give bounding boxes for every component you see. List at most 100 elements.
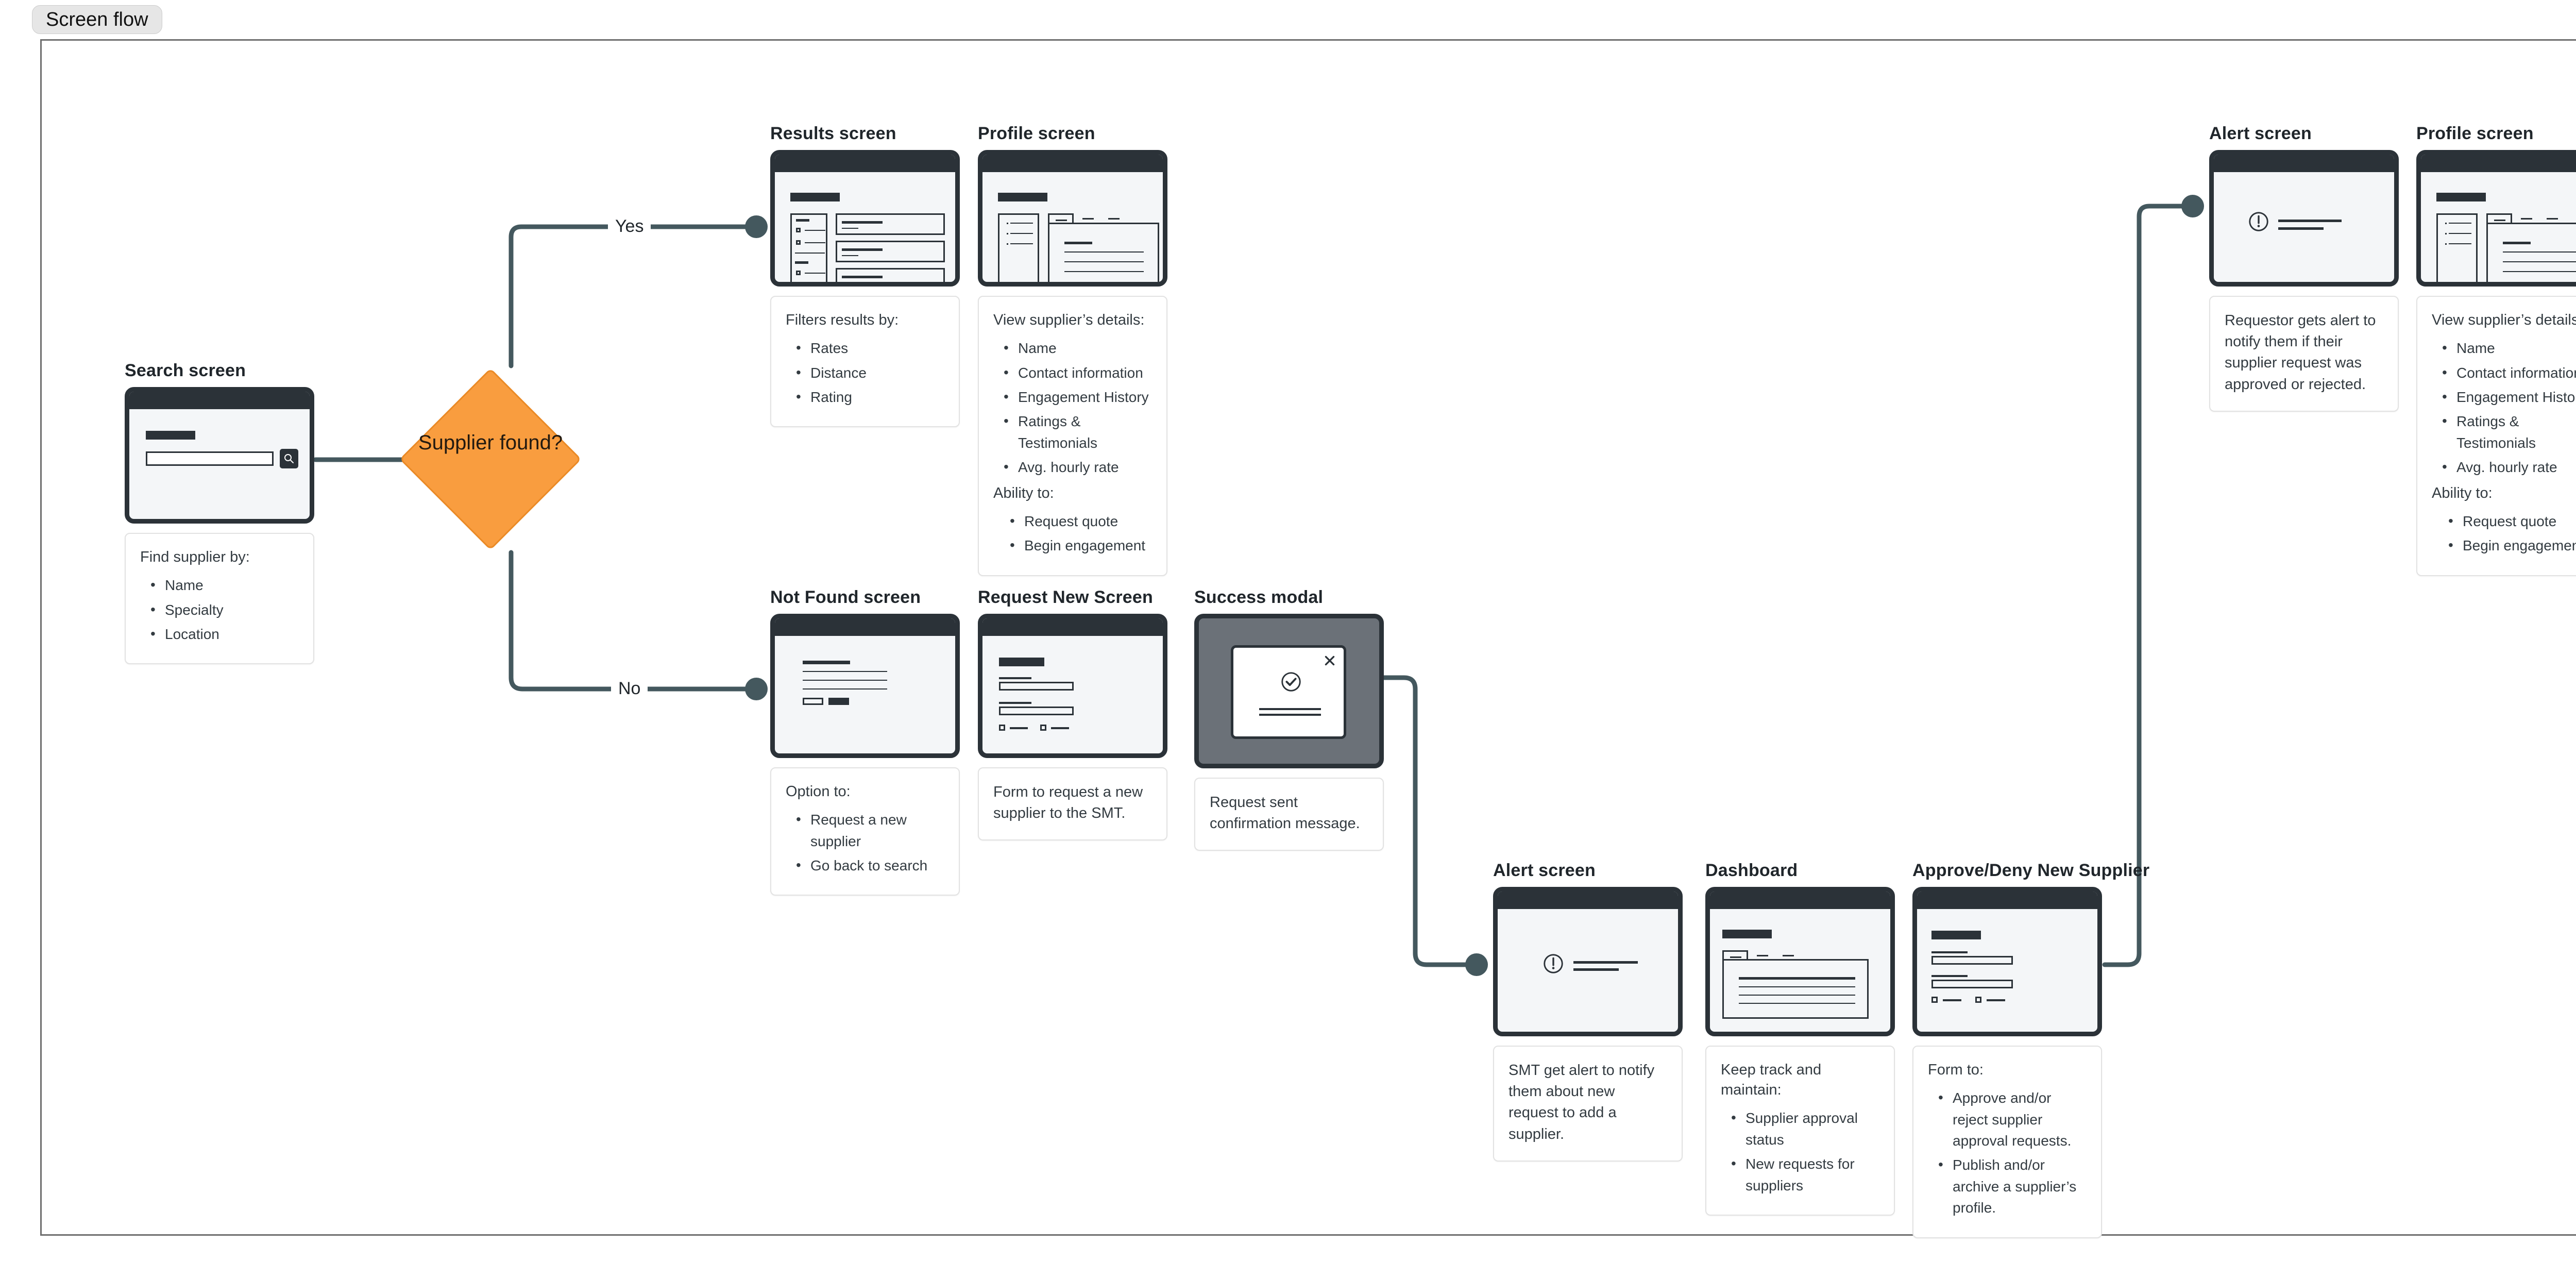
checkbox[interactable] [1931, 997, 1938, 1003]
window-titlebar [982, 618, 1163, 636]
node-results-screen[interactable]: Results screen [770, 124, 960, 428]
tab-inactive[interactable] [1082, 218, 1094, 220]
profile-tab-panel[interactable] [2486, 213, 2576, 282]
note-list-secondary: Request quote Begin engagement [993, 510, 1152, 557]
node-profile-screen-2[interactable]: Profile screen [2416, 124, 2576, 576]
window-titlebar [2214, 155, 2394, 172]
note-list: Name Specialty Location [140, 574, 299, 645]
profile-tab-panel[interactable] [1048, 213, 1161, 282]
checkbox-label-line [1010, 727, 1028, 729]
result-title-line [842, 276, 883, 278]
filter-checkbox[interactable] [796, 228, 801, 232]
search-input[interactable] [146, 451, 274, 466]
success-modal-wireframe[interactable] [1194, 614, 1384, 768]
node-alert-screen-smt[interactable]: Alert screen SMT get alert to notify the… [1493, 861, 1683, 1162]
alert-message-line [2278, 227, 2324, 230]
search-button[interactable] [280, 449, 298, 468]
checkbox[interactable] [1040, 725, 1046, 731]
field-label-line [999, 677, 1031, 679]
filter-checkbox[interactable] [796, 282, 801, 287]
filter-label-line [805, 230, 825, 231]
secondary-button[interactable] [803, 698, 823, 705]
note-heading: Option to: [786, 783, 851, 800]
tab-inactive[interactable] [1108, 218, 1120, 220]
text-input[interactable] [1931, 956, 2013, 965]
node-success-modal[interactable]: Success modal Request sent confirmation … [1194, 587, 1384, 851]
node-not-found-screen[interactable]: Not Found screen Option to: Request a ne… [770, 587, 960, 896]
profile-screen-wireframe[interactable] [978, 150, 1167, 287]
node-approve-deny-screen[interactable]: Approve/Deny New Supplier Form to: Appro… [1912, 861, 2149, 1238]
profile-screen-title: Profile screen [978, 124, 1095, 143]
filter-sidebar[interactable] [790, 213, 827, 287]
field-label-line [999, 702, 1031, 704]
tab-active[interactable] [2486, 213, 2512, 224]
note-paragraph: Form to request a new supplier to the SM… [993, 784, 1143, 822]
node-dashboard-screen[interactable]: Dashboard Keep track and maintain: [1705, 861, 1895, 1216]
tab-inactive[interactable] [2521, 218, 2532, 220]
decision-label: Supplier found? [418, 431, 563, 454]
filter-group-heading [796, 219, 809, 222]
result-card[interactable] [836, 213, 945, 235]
note-list-item: Ratings & Testimonials [2442, 410, 2576, 453]
bullet-dot [2445, 233, 2447, 234]
node-alert-screen-requestor[interactable]: Alert screen Requestor gets alert to not… [2209, 124, 2399, 412]
detail-line [2449, 223, 2471, 224]
note-list: Supplier approval status New requests fo… [1721, 1107, 1879, 1196]
note-list-item: Ratings & Testimonials [1004, 410, 1152, 453]
frame-label[interactable]: Screen flow [32, 5, 162, 34]
note-paragraph: SMT get alert to notify them about new r… [1509, 1062, 1655, 1142]
alert-screen-requestor-wireframe[interactable] [2209, 150, 2399, 287]
approve-deny-screen-wireframe[interactable] [1912, 887, 2102, 1036]
primary-button[interactable] [828, 698, 849, 705]
dashboard-tab-panel[interactable] [1722, 950, 1872, 1022]
checkbox-label-line [1987, 999, 2005, 1001]
tab-inactive[interactable] [2547, 218, 2558, 220]
node-request-new-screen[interactable]: Request New Screen Form to request a new… [978, 587, 1167, 841]
alert-screen-smt-title: Alert screen [1493, 861, 1596, 880]
filter-checkbox[interactable] [796, 240, 801, 245]
detail-line [2449, 233, 2471, 234]
text-input[interactable] [999, 682, 1074, 691]
note-heading: Keep track and maintain: [1721, 1062, 1822, 1099]
node-profile-screen[interactable]: Profile screen [978, 124, 1167, 576]
node-search-screen[interactable]: Search screen Find supplier by: Name Spe… [125, 361, 314, 665]
note-paragraph: Requestor gets alert to notify them if t… [2225, 312, 2376, 393]
profile-summary-panel[interactable] [2436, 213, 2478, 282]
note-list-item: Name [1004, 337, 1152, 359]
results-screen-wireframe[interactable] [770, 150, 960, 287]
content-line [2503, 261, 2576, 262]
message-line [803, 671, 887, 672]
profile-screen-note: View supplier’s details: Name Contact in… [978, 296, 1167, 576]
filter-checkbox[interactable] [796, 271, 801, 275]
text-input[interactable] [1931, 980, 2013, 988]
filter-divider [795, 253, 825, 254]
profile-screen-2-wireframe[interactable] [2416, 150, 2576, 287]
note-heading: Find supplier by: [140, 549, 250, 565]
note-list: Name Contact information Engagement Hist… [993, 337, 1152, 478]
checkbox[interactable] [1975, 997, 1981, 1003]
window-titlebar [1710, 892, 1890, 909]
close-icon[interactable] [1323, 654, 1336, 667]
checkbox[interactable] [999, 725, 1005, 731]
note-list-item: Approve and/or reject supplier approval … [1938, 1087, 2087, 1151]
tab-inactive[interactable] [1757, 955, 1768, 956]
tab-active[interactable] [1722, 950, 1748, 961]
dashboard-screen-wireframe[interactable] [1705, 887, 1895, 1036]
request-new-screen-wireframe[interactable] [978, 614, 1167, 758]
result-card[interactable] [836, 241, 945, 262]
profile-summary-panel[interactable] [998, 213, 1039, 282]
window-titlebar [1498, 892, 1678, 909]
tab-content-panel [2486, 223, 2576, 282]
window-titlebar [775, 618, 955, 636]
window-titlebar [982, 155, 1163, 172]
search-icon [284, 454, 294, 463]
modal-dialog[interactable] [1231, 645, 1346, 739]
result-card[interactable] [836, 268, 945, 282]
search-screen-wireframe[interactable] [125, 387, 314, 524]
not-found-screen-wireframe[interactable] [770, 614, 960, 758]
alert-screen-smt-wireframe[interactable] [1493, 887, 1683, 1036]
search-screen-title: Search screen [125, 361, 246, 380]
text-input[interactable] [999, 707, 1074, 715]
tab-inactive[interactable] [1783, 955, 1794, 956]
tab-active[interactable] [1048, 213, 1074, 224]
